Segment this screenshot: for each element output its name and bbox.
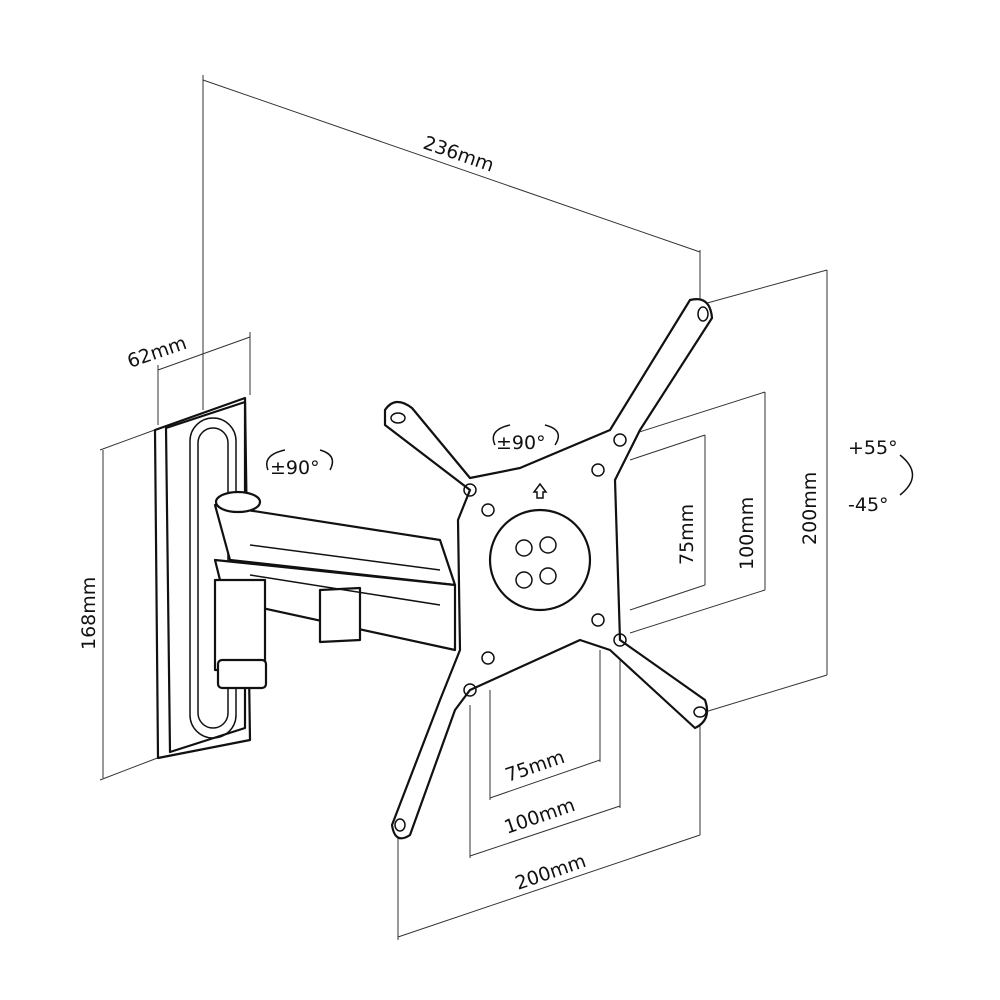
swivel-arm-label: ±90° [270, 457, 320, 479]
swivel-arm [213, 490, 457, 690]
vesa-small-vertical-label: 75mm [676, 504, 698, 565]
rotation-plate-label: ±90° [496, 432, 546, 454]
vesa-medium-horizontal-label: 100mm [501, 794, 577, 839]
plate-height-label: 168mm [78, 577, 100, 650]
vesa-plate [383, 298, 714, 840]
rotation-arrow-icon [492, 424, 560, 446]
up-arrow-icon [532, 482, 548, 499]
vesa-medium-vertical-label: 100mm [736, 497, 758, 570]
arm-length-label: 236mm [420, 132, 496, 177]
rotation-arrow-icon [266, 449, 334, 471]
tilt-down-label: -45° [848, 494, 889, 516]
plate-depth-label: 62mm [124, 332, 189, 373]
vesa-small-horizontal-label: 75mm [502, 746, 567, 787]
dimension-lines [99, 75, 828, 940]
tilt-up-label: +55° [848, 437, 898, 459]
vesa-large-horizontal-label: 200mm [512, 850, 588, 895]
tilt-arrow-icon [899, 454, 914, 496]
vesa-large-vertical-label: 200mm [799, 472, 821, 545]
